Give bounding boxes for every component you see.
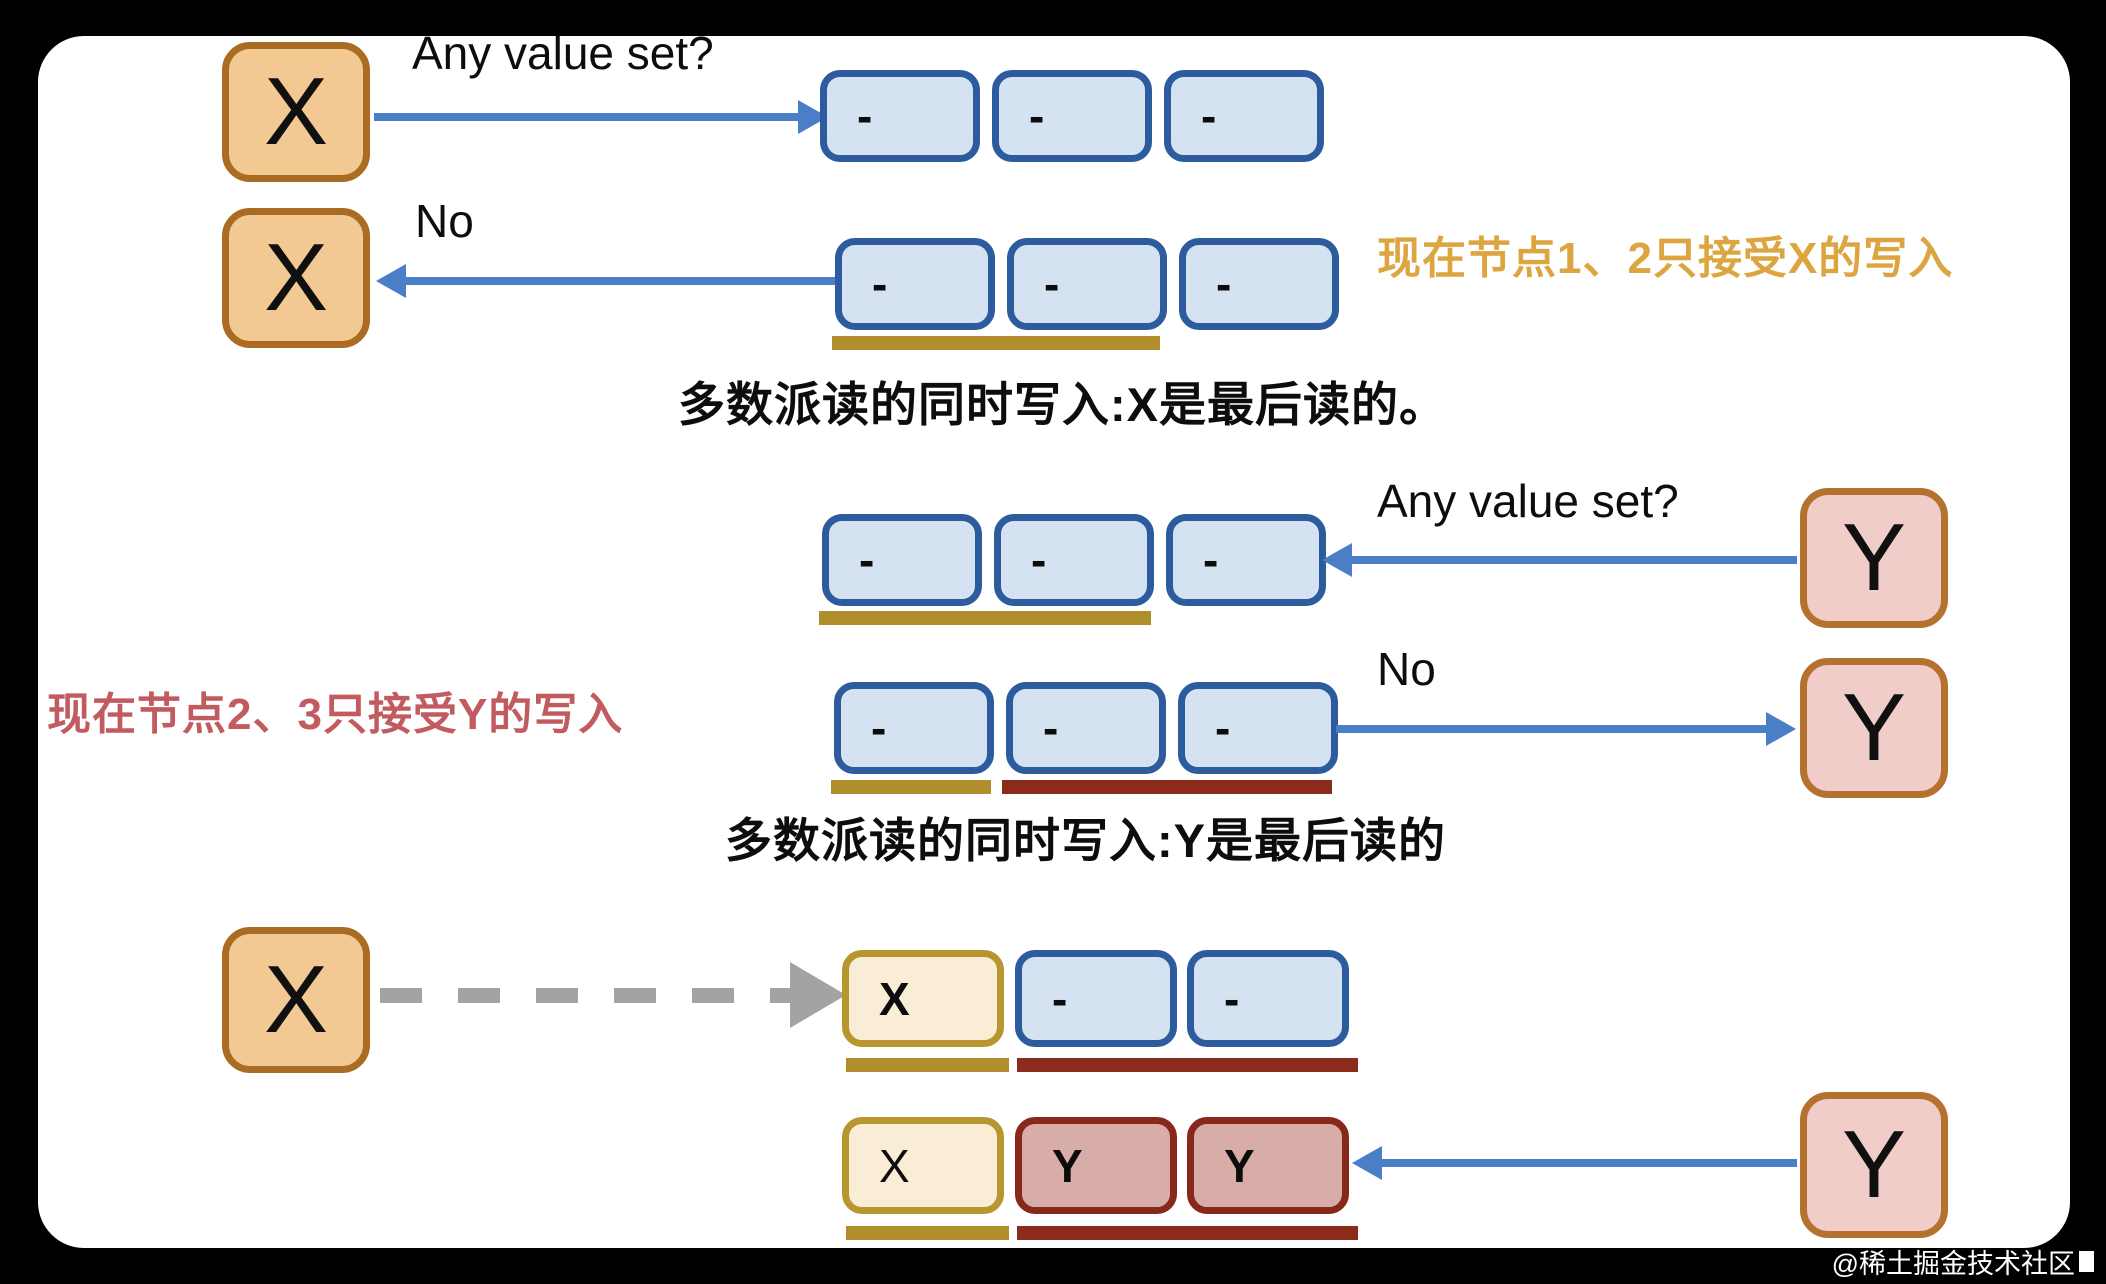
caption-y-round: 多数派读的同时写入:Y是最后读的: [725, 814, 1446, 867]
cell-value: Y: [1224, 1139, 1255, 1192]
quorum-bar-red: [1017, 1058, 1358, 1072]
storage-cell-node3: -: [1164, 70, 1324, 162]
arrow-y-response-line: [1336, 725, 1770, 733]
arrow-right-icon: [1766, 712, 1796, 746]
quorum-bar-gold: [831, 780, 991, 794]
cell-value: -: [857, 90, 873, 142]
watermark: @稀土掘金技术社区: [1832, 1242, 2094, 1281]
cell-value: X: [879, 972, 910, 1025]
node-client-x-query-label: X: [263, 58, 329, 165]
arrow-label-x-no: No: [415, 195, 474, 247]
storage-cell-node2: -: [994, 514, 1154, 606]
cell-value: X: [879, 1139, 910, 1192]
quorum-bar-gold: [846, 1226, 1009, 1240]
annotation-x-nodes: 现在节点1、2只接受X的写入: [1377, 234, 1954, 283]
storage-cell-node2: -: [1006, 682, 1166, 774]
arrow-x-query-line: [374, 113, 804, 121]
arrow-left-icon: [1352, 1146, 1382, 1180]
storage-cell-node1: -: [820, 70, 980, 162]
arrow-left-icon: [376, 264, 406, 298]
node-client-x-write: X: [222, 927, 370, 1073]
storage-cell-node2-y: Y: [1015, 1117, 1177, 1214]
arrow-label-y-no: No: [1377, 643, 1436, 695]
cell-value: -: [1216, 258, 1232, 310]
arrow-y-write-line: [1380, 1159, 1797, 1167]
node-client-x-response-label: X: [263, 224, 329, 331]
storage-cell-node3: -: [1178, 682, 1338, 774]
quorum-bar-red: [1017, 1226, 1358, 1240]
cell-value: -: [1215, 702, 1231, 754]
cell-value: Y: [1052, 1139, 1083, 1192]
storage-cell-node3: -: [1179, 238, 1339, 330]
cell-value: -: [859, 534, 875, 586]
storage-cell-node1: -: [834, 682, 994, 774]
quorum-bar-red: [1002, 780, 1332, 794]
arrow-y-query-line: [1350, 556, 1797, 564]
storage-cell-node3: -: [1187, 950, 1349, 1047]
node-client-y-write-label: Y: [1841, 1111, 1907, 1218]
arrow-x-response-line: [404, 277, 835, 285]
storage-cell-node3: -: [1166, 514, 1326, 606]
arrow-label-y-any-value-set: Any value set?: [1377, 475, 1679, 527]
cell-value: -: [1043, 702, 1059, 754]
node-client-y-response: Y: [1800, 658, 1948, 798]
arrow-right-gray-icon: [790, 962, 846, 1028]
cell-value: -: [1201, 90, 1217, 142]
storage-cell-node3-y: Y: [1187, 1117, 1349, 1214]
node-client-y-response-label: Y: [1841, 674, 1907, 781]
cell-value: -: [1031, 534, 1047, 586]
arrow-left-icon: [1322, 543, 1352, 577]
storage-cell-node1-x: X: [842, 950, 1004, 1047]
storage-cell-node2: -: [1007, 238, 1167, 330]
arrow-label-x-any-value-set: Any value set?: [412, 27, 714, 79]
annotation-y-nodes: 现在节点2、3只接受Y的写入: [47, 690, 624, 739]
cell-value: -: [1052, 972, 1068, 1025]
storage-cell-node1-x: X: [842, 1117, 1004, 1214]
node-client-x-response: X: [222, 208, 370, 348]
node-client-y-query-label: Y: [1841, 504, 1907, 611]
node-client-x-query: X: [222, 42, 370, 182]
watermark-text: @稀土掘金技术社区: [1831, 1249, 2075, 1279]
storage-cell-node1: -: [835, 238, 995, 330]
caption-x-round: 多数派读的同时写入:X是最后读的。: [678, 378, 1447, 431]
quorum-bar-x-gold: [832, 336, 1160, 350]
cell-value: -: [1029, 90, 1045, 142]
node-client-x-write-label: X: [263, 946, 329, 1053]
storage-cell-node1: -: [822, 514, 982, 606]
cell-value: -: [871, 702, 887, 754]
node-client-y-query: Y: [1800, 488, 1948, 628]
storage-cell-node2: -: [1015, 950, 1177, 1047]
cell-value: -: [1203, 534, 1219, 586]
node-client-y-write: Y: [1800, 1092, 1948, 1238]
cell-value: -: [1044, 258, 1060, 310]
quorum-bar-y-gold: [819, 611, 1151, 625]
storage-cell-node2: -: [992, 70, 1152, 162]
dashed-arrow-x-write-line: [380, 988, 790, 1003]
cell-value: -: [872, 258, 888, 310]
watermark-logo-icon: [2079, 1251, 2094, 1272]
quorum-bar-gold: [846, 1058, 1009, 1072]
cell-value: -: [1224, 972, 1240, 1025]
